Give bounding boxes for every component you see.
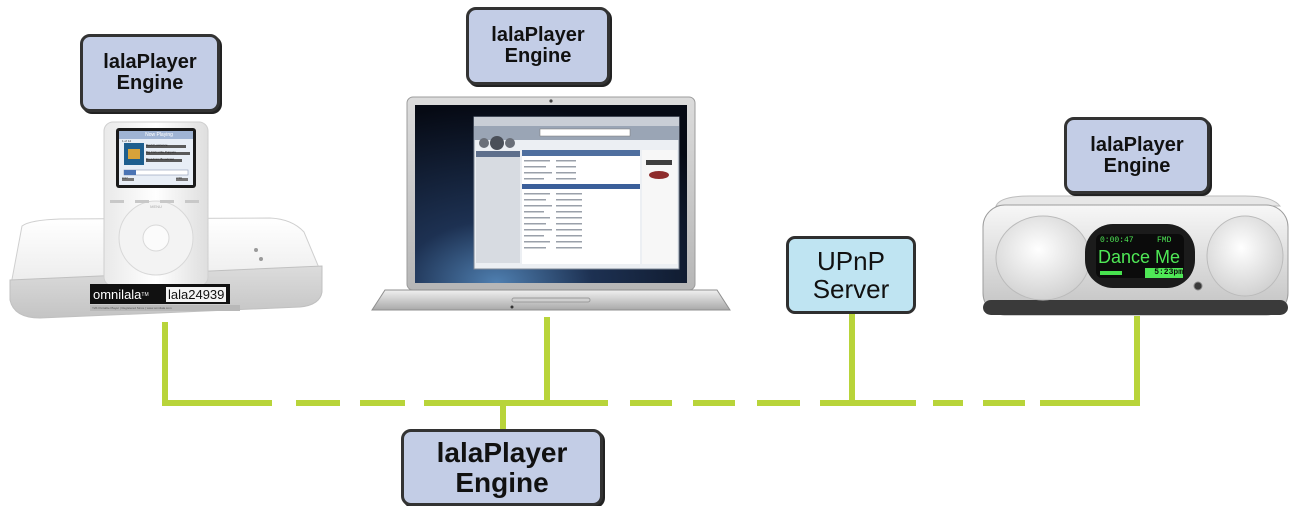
engine-box-line1: lalaPlayer	[103, 51, 197, 73]
ipod-menu-label: MENU	[150, 204, 162, 209]
right-speaker	[1206, 215, 1284, 297]
engine-box-network: lalaPlayer Engine	[401, 429, 603, 506]
forward-button-graphic	[505, 138, 515, 148]
left-speaker	[995, 215, 1091, 301]
engine-box-laptop: lalaPlayer Engine	[466, 7, 610, 85]
play-button-graphic	[490, 136, 504, 150]
radio-mode: FMD	[1157, 236, 1172, 245]
trackpad-edge	[511, 297, 591, 303]
dock-indicator	[254, 248, 258, 252]
ipod-song: Big Fish Little Puppets	[146, 150, 176, 154]
engine-box-line2: Engine	[504, 45, 572, 67]
dock-trademark: TM	[141, 292, 149, 298]
signal-strength-bars	[1100, 271, 1122, 275]
dock-id-plate	[166, 287, 226, 302]
app-sidebar	[476, 151, 520, 263]
engine-box-line2: Engine	[116, 72, 184, 94]
app-right-panel	[642, 150, 677, 264]
selected-row	[522, 184, 640, 189]
rewind-button-graphic	[479, 138, 489, 148]
engine-box-line2: Engine	[455, 466, 549, 498]
engine-box-line1: lalaPlayer	[491, 24, 585, 46]
ipod-artist: David Lawrence	[146, 143, 168, 147]
center-button	[142, 224, 170, 252]
radio-track-title: Dance Me	[1098, 247, 1181, 267]
engine-box-dock: lalaPlayer Engine	[80, 34, 220, 112]
radio-clock: 5:23pm	[1145, 268, 1183, 278]
radio-time: 0:00:47	[1100, 236, 1134, 245]
ipod-album: Broadcast Broadcast	[146, 157, 174, 161]
dock-id-text: lala24939	[168, 287, 225, 302]
ipod-track-count: 1 of 12	[122, 139, 132, 143]
track-table	[522, 150, 640, 264]
dock-brand: omnilala	[93, 287, 142, 302]
dock-brand-text: omnilalaTM	[93, 287, 165, 303]
dock-footnote: Y2K Portable Player | Registered Since |…	[92, 306, 172, 310]
upnp-server-box: UPnP Server	[786, 236, 916, 314]
ipod-remaining: 3:58	[176, 176, 182, 180]
radio-knob	[1193, 281, 1203, 291]
engine-box-radio: lalaPlayer Engine	[1064, 117, 1210, 194]
ipod-screen-title: Now Playing	[145, 132, 173, 138]
engine-box-line2: Engine	[1103, 154, 1171, 177]
engine-box-line1: lalaPlayer	[436, 437, 568, 469]
engine-box-line1: lalaPlayer	[1090, 133, 1184, 156]
display-screen	[1096, 234, 1184, 278]
upnp-server-line2: Server	[812, 274, 890, 304]
ipod-elapsed: 0:07	[122, 176, 128, 180]
upnp-server-line1: UPnP	[817, 245, 885, 276]
radio-top	[995, 195, 1282, 207]
progress-fill	[124, 170, 136, 175]
